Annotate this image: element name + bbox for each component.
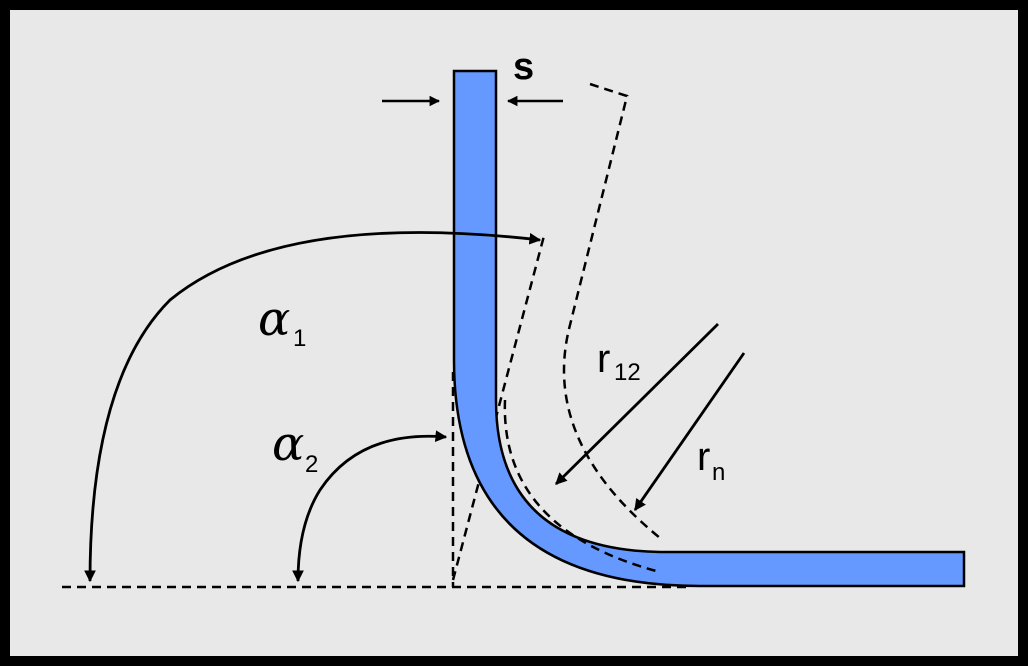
radius12-label: r (597, 337, 610, 381)
alpha1-subscript: 1 (293, 325, 306, 352)
radiusn-label: r (697, 435, 710, 479)
radiusn-subscript: n (712, 459, 725, 486)
alpha2-label: α (272, 416, 304, 472)
radius12-subscript: 12 (614, 359, 641, 386)
alpha1-label: α (258, 291, 290, 347)
alpha2-subscript: 2 (305, 451, 318, 478)
thickness-label: s (513, 46, 534, 88)
alpha1-arc (84, 231, 542, 583)
radius12-arrow (555, 323, 719, 485)
radiusn-arrow (633, 352, 746, 511)
alpha2-arc (292, 430, 448, 583)
